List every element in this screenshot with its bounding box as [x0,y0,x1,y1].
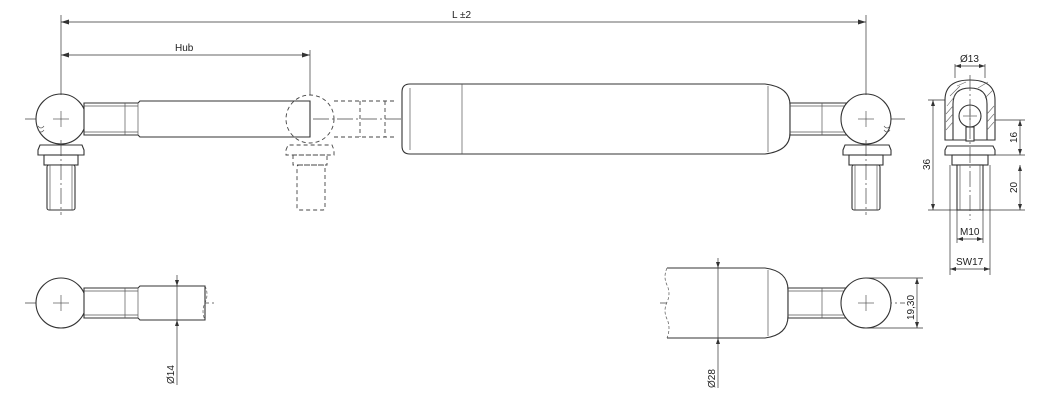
thread-label: M10 [960,227,980,238]
stroke-label: Hub [175,43,194,54]
rod-end-detail: Ø14 [25,275,215,385]
stroke-dimension [61,50,311,95]
piston-rod [83,100,311,138]
right-ball-socket [840,93,892,215]
main-view: L ±2 Hub [25,10,905,215]
left-ball-socket [35,93,87,215]
tube-diameter-label: Ø28 [707,369,718,388]
tube-end-detail: Ø28 19,30 [660,258,923,388]
rod-diameter-label: Ø14 [166,365,177,384]
cylinder-tube [401,83,791,155]
wrench-size-label: SW17 [956,257,984,268]
ball-height-label: 19,30 [906,295,917,320]
height-16-label: 16 [1009,131,1020,143]
thread-length-label: 20 [1009,181,1020,193]
length-label: L ±2 [452,10,471,21]
ball-diameter-label: Ø13 [960,54,979,65]
height-36-label: 36 [922,158,933,170]
section-view: Ø13 36 16 20 M10 SW17 [922,54,1025,275]
